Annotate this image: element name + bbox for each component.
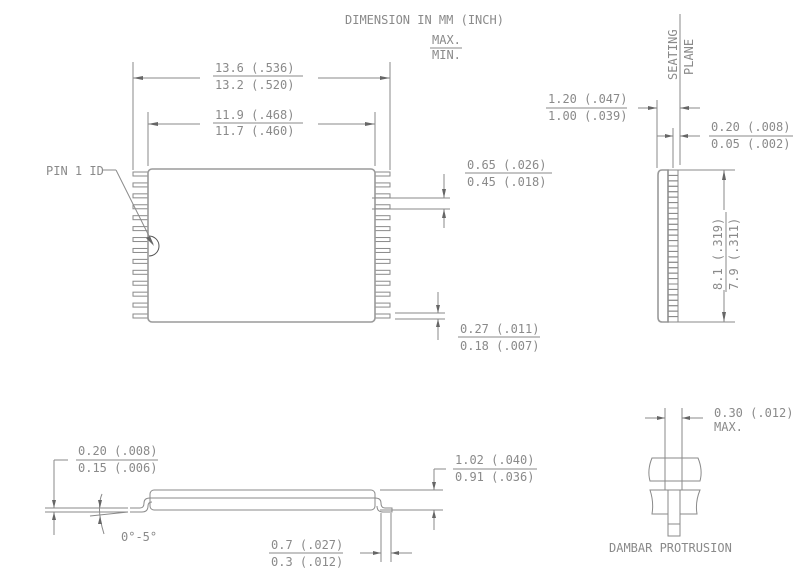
- pin: [132, 291, 149, 297]
- pin: [374, 171, 391, 177]
- overall-length-max: 13.6 (.536): [215, 61, 294, 75]
- pin-pitch-dimension: 0.65 (.026) 0.45 (.018): [372, 158, 552, 228]
- foot-length-min: 0.3 (.012): [271, 555, 343, 569]
- pin: [132, 193, 149, 199]
- right-pins: [374, 171, 391, 319]
- pin: [374, 204, 391, 210]
- lead-thickness-max: 0.20 (.008): [78, 444, 157, 458]
- foot-length-max: 0.7 (.027): [271, 538, 343, 552]
- end-view-pin: [667, 196, 679, 204]
- pin: [132, 258, 149, 264]
- body-length-min: 11.7 (.460): [215, 124, 294, 138]
- pin: [132, 237, 149, 243]
- pin: [132, 182, 149, 188]
- end-view-pin: [667, 256, 679, 263]
- overall-length-dimension: 13.6 (.536) 13.2 (.520): [133, 61, 390, 92]
- body-thickness-min: 0.91 (.036): [455, 470, 534, 484]
- end-view-pin: [667, 174, 679, 182]
- height-max: 1.20 (.047): [548, 92, 627, 106]
- pin: [374, 226, 391, 232]
- body-width-min: 7.9 (.311): [727, 218, 741, 290]
- legend-min: MIN.: [432, 48, 461, 62]
- end-view-pin: [667, 229, 679, 236]
- end-view-pin: [667, 245, 679, 252]
- top-view: 13.6 (.536) 13.2 (.520) 11.9 (.468) 11.7…: [46, 61, 552, 353]
- lead-thickness-min: 0.15 (.006): [78, 461, 157, 475]
- body-length-max: 11.9 (.468): [215, 108, 294, 122]
- end-view-pin: [667, 169, 679, 176]
- pin: [374, 182, 391, 188]
- dambar-detail: 0.30 (.012) MAX. DAMBAR PROTRUSION: [609, 406, 793, 555]
- end-view-pin: [667, 250, 679, 258]
- body-width-max: 8.1 (.319): [711, 218, 725, 290]
- end-view: SEATING PLANE 1.20 (.047) 1.00 (.039) 0.…: [546, 14, 793, 323]
- end-view-pin: [667, 218, 679, 225]
- end-view-pin: [667, 272, 679, 280]
- end-view-pin: [667, 261, 679, 269]
- end-view-pin: [667, 299, 679, 307]
- pin-pitch-min: 0.45 (.018): [467, 175, 546, 189]
- end-view-pin: [667, 267, 679, 274]
- pin-pitch-max: 0.65 (.026): [467, 158, 546, 172]
- pin: [374, 280, 391, 286]
- pin: [132, 269, 149, 275]
- dambar-caption: DAMBAR PROTRUSION: [609, 541, 732, 555]
- end-view-pin: [667, 180, 679, 187]
- legend-max: MAX.: [432, 33, 461, 47]
- height-min: 1.00 (.039): [548, 109, 627, 123]
- end-view-pin: [667, 212, 679, 220]
- pin: [374, 291, 391, 297]
- dimension-units-title: DIMENSION IN MM (INCH): [345, 13, 504, 27]
- lead-angle: 0°-5°: [121, 530, 157, 544]
- end-view-pin: [667, 223, 679, 231]
- pin: [374, 237, 391, 243]
- pin: [132, 247, 149, 253]
- pin: [374, 258, 391, 264]
- lead-width-dimension: 0.27 (.011) 0.18 (.007): [395, 292, 540, 353]
- standoff-min: 0.05 (.002): [711, 137, 790, 151]
- pin: [374, 193, 391, 199]
- pin: [374, 302, 391, 308]
- body-length-dimension: 11.9 (.468) 11.7 (.460): [148, 108, 375, 138]
- plane-label: PLANE: [682, 39, 696, 75]
- pin: [374, 269, 391, 275]
- pin: [374, 247, 391, 253]
- dambar-note: MAX.: [714, 420, 743, 434]
- lead-width-min: 0.18 (.007): [460, 339, 539, 353]
- end-view-pin: [667, 288, 679, 296]
- pin1-id-label: PIN 1 ID: [46, 164, 104, 178]
- side-view: 0.20 (.008) 0.15 (.006) 0°-5° 1.02 (.040…: [45, 444, 537, 569]
- pin: [132, 313, 149, 319]
- end-view-pin: [667, 283, 679, 290]
- package-body-top: [147, 168, 376, 323]
- pin: [132, 171, 149, 177]
- end-view-pin: [667, 310, 679, 318]
- end-view-pin: [667, 316, 679, 323]
- pin: [132, 280, 149, 286]
- seating-label: SEATING: [666, 29, 680, 80]
- package-body-side: [149, 489, 376, 511]
- left-pins: [132, 171, 149, 319]
- end-view-pin: [667, 305, 679, 312]
- end-view-pin: [667, 294, 679, 301]
- end-view-pin: [667, 240, 679, 247]
- standoff-max: 0.20 (.008): [711, 120, 790, 134]
- end-view-pin: [667, 191, 679, 198]
- end-view-pin: [667, 202, 679, 209]
- pin: [374, 313, 391, 319]
- pin1-notch: [148, 235, 160, 257]
- body-thickness-max: 1.02 (.040): [455, 453, 534, 467]
- lead-width-max: 0.27 (.011): [460, 322, 539, 336]
- end-view-pin: [667, 185, 679, 193]
- pin: [132, 302, 149, 308]
- end-view-pin: [667, 207, 679, 214]
- pin: [374, 215, 391, 221]
- overall-length-min: 13.2 (.520): [215, 78, 294, 92]
- end-view-pin: [667, 234, 679, 242]
- end-view-pin: [667, 278, 679, 285]
- dambar-value: 0.30 (.012): [714, 406, 793, 420]
